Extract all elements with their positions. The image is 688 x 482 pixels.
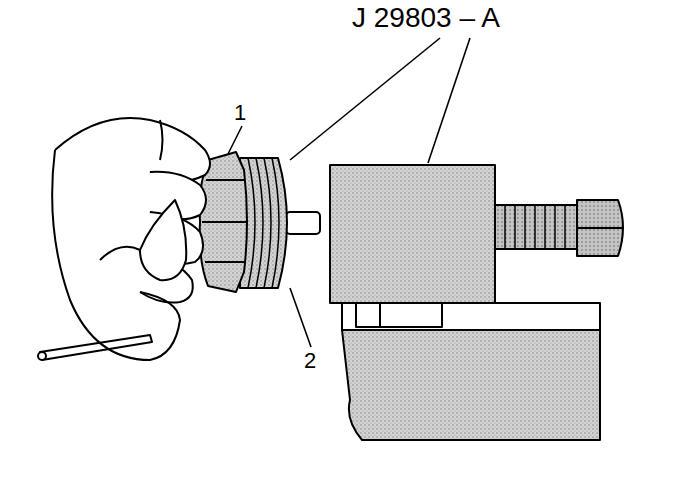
callout-number: 1	[234, 102, 246, 124]
callout-number: 2	[304, 350, 316, 372]
tool-number: J 29803 – A	[352, 4, 500, 32]
